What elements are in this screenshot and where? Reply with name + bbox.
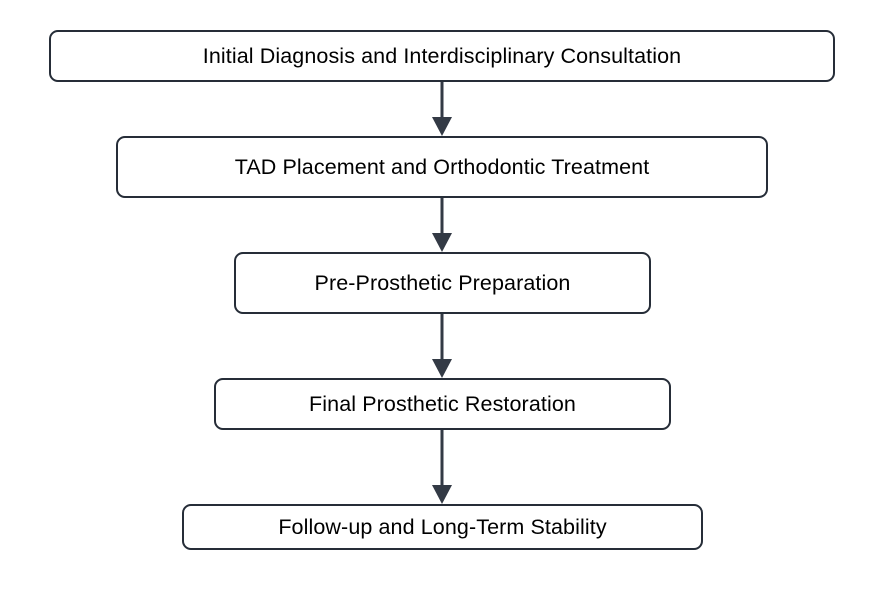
flow-node-final-prosthetic-restoration[interactable]: Final Prosthetic Restoration: [214, 378, 671, 430]
flow-node-label-follow-up-stability: Follow-up and Long-Term Stability: [278, 514, 607, 539]
edge-arrowhead-1: [432, 117, 452, 136]
flow-node-follow-up-stability[interactable]: Follow-up and Long-Term Stability: [182, 504, 703, 550]
edge-arrowhead-3: [432, 359, 452, 378]
flow-node-label-pre-prosthetic-preparation: Pre-Prosthetic Preparation: [314, 270, 571, 295]
flow-node-initial-diagnosis[interactable]: Initial Diagnosis and Interdisciplinary …: [49, 30, 835, 82]
flow-node-label-final-prosthetic-restoration: Final Prosthetic Restoration: [309, 391, 576, 416]
edge-arrowhead-2: [432, 233, 452, 252]
flow-node-label-tad-placement: TAD Placement and Orthodontic Treatment: [234, 154, 650, 179]
flow-node-label-initial-diagnosis: Initial Diagnosis and Interdisciplinary …: [202, 43, 682, 68]
flow-node-tad-placement[interactable]: TAD Placement and Orthodontic Treatment: [116, 136, 768, 198]
edge-arrowhead-4: [432, 485, 452, 504]
flow-node-pre-prosthetic-preparation[interactable]: Pre-Prosthetic Preparation: [234, 252, 651, 314]
